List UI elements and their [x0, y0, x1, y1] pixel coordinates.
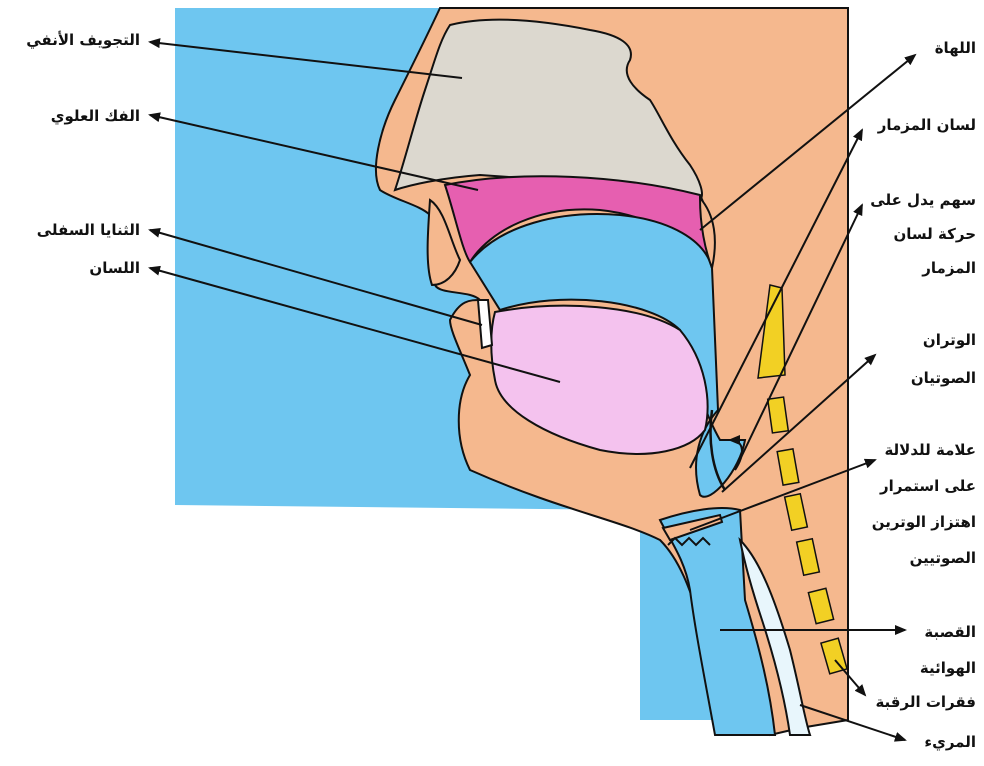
- label-epiglottis-motion-line1: سهم يدل على: [866, 190, 976, 210]
- label-vibration-line4: الصوتيين: [866, 548, 976, 568]
- label-vocal-cords-line1: الوتران: [866, 330, 976, 350]
- label-hard-palate: الفك العلوي: [10, 106, 140, 126]
- label-vibration-line1: علامة للدلالة: [866, 440, 976, 460]
- label-epiglottis: لسان المزمار: [866, 115, 976, 135]
- label-epiglottis-motion-line3: المزمار: [866, 258, 976, 278]
- label-vibration-line3: اهتزاز الوترين: [856, 512, 976, 532]
- label-trachea-line2: الهوائية: [866, 658, 976, 678]
- label-vocal-cords-line2: الصوتيان: [866, 368, 976, 388]
- label-vibration-line2: على استمرار: [866, 476, 976, 496]
- label-uvula: اللهاة: [880, 38, 976, 58]
- label-lower-incisors: الثنايا السفلى: [10, 220, 140, 240]
- label-esophagus: المريء: [866, 732, 976, 752]
- label-neck-vertebrae: فقرات الرقبة: [866, 692, 976, 712]
- label-epiglottis-motion-line2: حركة لسان: [866, 224, 976, 244]
- label-nasal-cavity: التجويف الأنفي: [10, 30, 140, 50]
- label-trachea-line1: القصبة: [866, 622, 976, 642]
- label-tongue: اللسان: [10, 258, 140, 278]
